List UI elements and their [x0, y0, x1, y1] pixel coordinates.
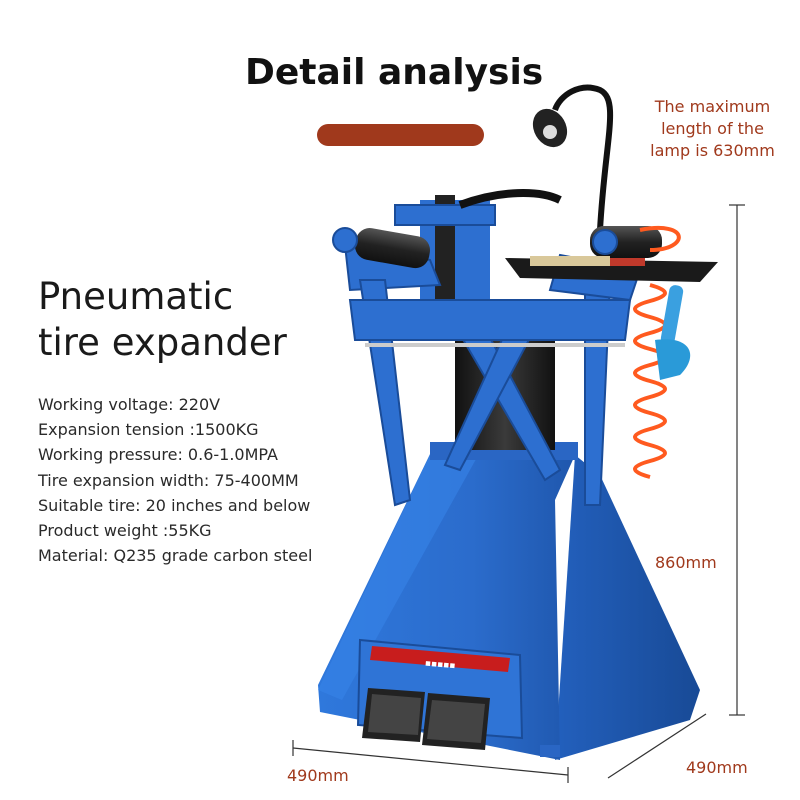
spec-material: Material: Q235 grade carbon steel: [38, 546, 313, 566]
lamp-note-line-3: lamp is 630mm: [650, 141, 775, 160]
spec-tension: Expansion tension :1500KG: [38, 420, 259, 440]
pedal-logo-mark: ▪▪▪▪▪: [425, 659, 456, 672]
spec-voltage: Working voltage: 220V: [38, 395, 221, 414]
rollers: [332, 226, 662, 269]
spec-list: Working voltage: 220V Expansion tension …: [38, 392, 378, 568]
lamp-note-line-1: The maximum: [654, 97, 771, 116]
foot-pedals: [362, 688, 490, 750]
lamp-length-note: The maximum length of the lamp is 630mm: [630, 96, 795, 162]
base-side-panel: [555, 455, 700, 760]
height-dimension-label: 860mm: [655, 553, 717, 572]
width-dimension-label: 490mm: [287, 766, 349, 785]
spec-tire: Suitable tire: 20 inches and below: [38, 495, 311, 515]
dimension-lines: [292, 204, 745, 783]
depth-dimension-label: 490mm: [686, 758, 748, 777]
spec-weight: Product weight :55KG: [38, 521, 212, 541]
air-gun: [655, 285, 691, 380]
spec-width: Tire expansion width: 75-400MM: [38, 470, 299, 490]
title-accent-bar: [317, 124, 484, 146]
page-title: Detail analysis: [245, 52, 544, 93]
spec-pressure: Working pressure: 0.6-1.0MPA: [38, 445, 278, 465]
lamp-note-line-2: length of the: [661, 119, 764, 138]
product-name-line-1: Pneumatic: [38, 275, 234, 318]
lamp: [532, 84, 614, 231]
product-name: Pneumatic tire expander: [38, 274, 358, 366]
air-hose: [633, 226, 681, 479]
product-name-line-2: tire expander: [38, 321, 287, 364]
